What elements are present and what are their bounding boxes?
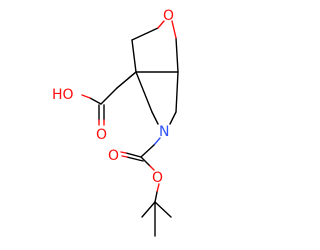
atom-label-nitrogen: N	[159, 124, 169, 140]
bond-c4-o-ring-red	[157, 20, 165, 29]
molecule-diagram: O HO O N O O	[52, 8, 179, 237]
bond-c1-acid-carbon	[100, 87, 118, 105]
bond-acid-oh-red	[81, 94, 91, 99]
bond-c3-c4	[131, 27, 159, 41]
bond-o-ring-c5-red	[171, 20, 177, 39]
bond-c5-c6	[175, 37, 179, 73]
bond-tbu-me2	[154, 201, 172, 218]
bond-oester-tbu-red	[156, 183, 160, 193]
bond-carbamate-co-a	[125, 152, 142, 158]
bond-c2-c7	[135, 71, 153, 113]
bond-c2-c3	[131, 39, 137, 73]
bond-carbamate-oester-red	[149, 165, 155, 171]
atom-label-boc-ester-oxygen: O	[152, 170, 163, 186]
bond-c6-c8	[175, 71, 179, 113]
bond-c7-n	[151, 111, 159, 125]
structure-svg: O HO O N O O	[52, 8, 179, 237]
atom-label-acid-carbonyl-oxygen: O	[96, 127, 107, 143]
bond-tbu-me1	[141, 201, 156, 218]
atom-label-boc-carbonyl-oxygen: O	[108, 148, 119, 164]
bond-n-carbamate-blue	[153, 137, 161, 146]
bond-c1-c2a	[116, 71, 137, 89]
bond-oester-tbu	[154, 191, 158, 203]
bond-n-carbamate	[140, 144, 155, 158]
bond-carbamate-co-b	[126, 156, 144, 162]
atom-label-ring-oxygen: O	[163, 8, 174, 24]
bond-carbamate-oester	[140, 156, 151, 167]
bond-c8-n	[169, 111, 177, 125]
atom-label-acid-hydroxyl: HO	[52, 87, 74, 103]
bond-carbamate-co-red-a	[120, 151, 127, 154]
bond-acid-carbon-oh	[89, 97, 102, 105]
bond-carbamate-co-red-b	[121, 155, 128, 158]
